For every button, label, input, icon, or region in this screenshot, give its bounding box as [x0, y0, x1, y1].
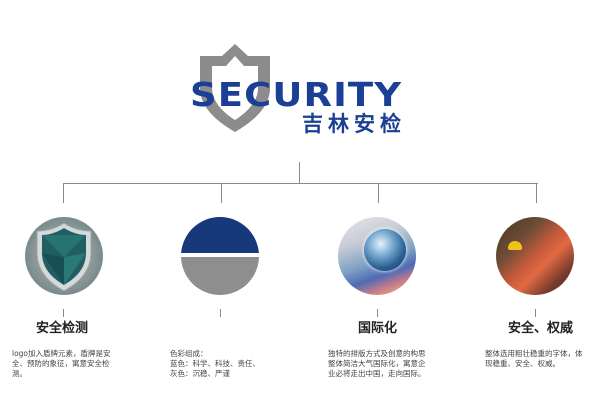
divider: [181, 253, 259, 257]
blue-half: [181, 217, 259, 253]
item-2-tick: [220, 309, 221, 317]
item-2-desc-line-2: 蓝色：科学、科技、责任、: [170, 359, 260, 368]
connector-branch-4: [536, 183, 537, 203]
globe-icon: [364, 229, 406, 271]
item-4-tick: [535, 309, 536, 317]
item-3-title: 国际化: [358, 321, 398, 336]
item-2-desc-line-1: 色彩组成：: [170, 349, 208, 358]
gray-half: [181, 257, 259, 295]
item-1-desc: logo加入盾牌元素，盾牌是安全、预防的象征，寓意安全检测。: [12, 349, 111, 378]
logo-shield-icon: [200, 44, 270, 132]
connector-branch-3: [378, 183, 379, 203]
color-split-circle: [181, 217, 259, 295]
item-4-title: 安全、权威: [508, 321, 574, 336]
item-1-title: 安全检测: [36, 321, 89, 336]
connector-bar: [63, 183, 538, 184]
connector-trunk: [299, 162, 300, 183]
item-2-desc: 色彩组成： 蓝色：科学、科技、责任、 灰色：沉稳、严谨: [170, 349, 270, 379]
workers-photo: [496, 217, 574, 295]
logo-subtitle: 吉林安检: [302, 112, 406, 136]
item-2-desc-line-3: 灰色：沉稳、严谨: [170, 369, 230, 378]
logo-wordmark: SECURITY: [190, 75, 403, 114]
item-4-desc: 整体选用粗壮稳重的字体，体现稳重、安全、权威。: [485, 349, 583, 368]
hard-hat-icon: [508, 241, 522, 250]
item-3-tick: [377, 309, 378, 317]
connector-branch-1: [63, 183, 64, 203]
globe-circle-image: [338, 217, 416, 295]
item-3-desc: 独特的排版方式及创意的构思整体简洁大气国际化，寓意企业必将走出中国，走向国际。: [328, 349, 426, 378]
connector-branch-2: [221, 183, 222, 203]
item-1-tick: [63, 309, 64, 317]
shield-circle-image: [25, 217, 103, 295]
shield-icon: [36, 222, 92, 292]
